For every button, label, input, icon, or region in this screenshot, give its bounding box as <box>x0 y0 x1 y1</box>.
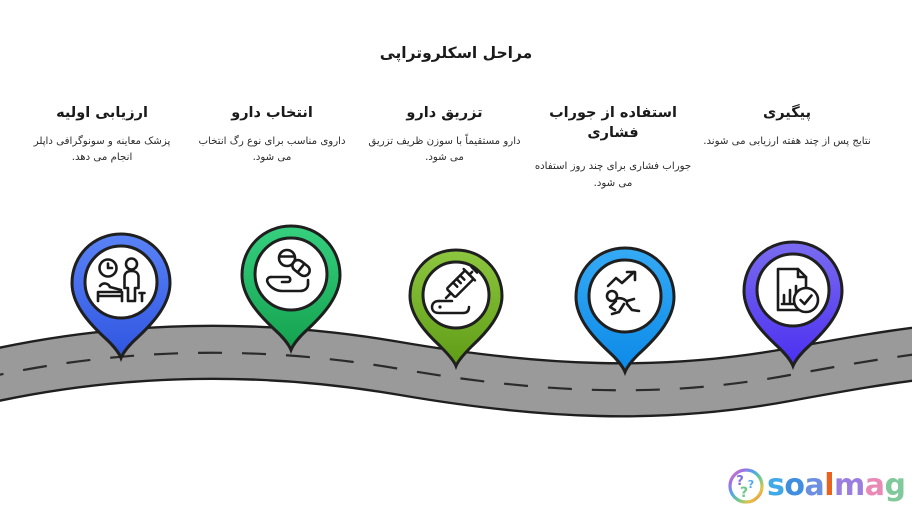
step-pin-1[interactable] <box>68 230 174 362</box>
logo-letter: g <box>884 468 906 503</box>
step-heading: ارزیابی اولیه <box>56 105 148 121</box>
pin-inner-circle <box>755 252 831 328</box>
pin-inner-circle <box>83 244 159 320</box>
logo-wordmark: soalmag <box>767 471 906 501</box>
logo-letter: o <box>784 468 805 503</box>
soalmag-logo[interactable]: ? ? ? soalmag <box>728 468 906 504</box>
doctor-patient-clock-icon <box>96 257 146 303</box>
logo-letter: l <box>824 468 835 503</box>
step-body: جوراب فشاری برای چند روز استفاده می شود. <box>534 161 692 189</box>
hand-holding-pills-icon <box>265 248 311 293</box>
step-heading: استفاده از جوراب فشاری <box>549 105 677 141</box>
step-body: پزشک معاینه و سونوگرافی داپلر انجام می د… <box>33 135 171 164</box>
step-body: نتایج پس از چند هفته ارزیابی می شوند. <box>703 135 871 147</box>
step-pin-3[interactable] <box>406 246 506 370</box>
question-mark-circle-icon: ? ? ? <box>728 468 764 504</box>
page-title: مراحل اسکلروتراپی <box>379 44 533 62</box>
svg-text:?: ? <box>736 474 744 489</box>
step-heading: پیگیری <box>762 105 812 121</box>
step-heading: انتخاب دارو <box>231 105 313 121</box>
step-body: داروی مناسب برای نوع رگ انتخاب می شود. <box>198 135 346 164</box>
step-pin-5[interactable] <box>740 238 846 370</box>
step-column-4: استفاده از جوراب فشاری جوراب فشاری برای … <box>533 104 693 193</box>
step-column-3: تزریق دارو دارو مستقیماً با سوزن ظریف تز… <box>362 104 527 167</box>
running-person-arrow-icon <box>605 270 641 316</box>
logo-letter: s <box>767 468 785 503</box>
svg-text:?: ? <box>740 485 748 501</box>
step-heading: تزریق دارو <box>406 105 483 121</box>
syringe-vein-icon <box>430 265 479 315</box>
pin-inner-circle <box>253 236 329 312</box>
logo-letter: m <box>834 468 865 503</box>
step-pin-4[interactable] <box>572 244 678 376</box>
logo-letter: a <box>864 468 885 503</box>
step-column-1: ارزیابی اولیه پزشک معاینه و سونوگرافی دا… <box>22 104 182 167</box>
step-body: دارو مستقیماً با سوزن ظریف تزریق می شود. <box>368 135 521 164</box>
logo-letter: a <box>804 468 825 503</box>
step-pin-2[interactable] <box>238 222 344 354</box>
step-column-5: پیگیری نتایج پس از چند هفته ارزیابی می ش… <box>702 104 872 150</box>
svg-text:?: ? <box>748 478 754 491</box>
pin-inner-circle <box>587 258 663 334</box>
step-column-2: انتخاب دارو داروی مناسب برای نوع رگ انتخ… <box>192 104 352 167</box>
report-chart-check-icon <box>776 267 820 314</box>
